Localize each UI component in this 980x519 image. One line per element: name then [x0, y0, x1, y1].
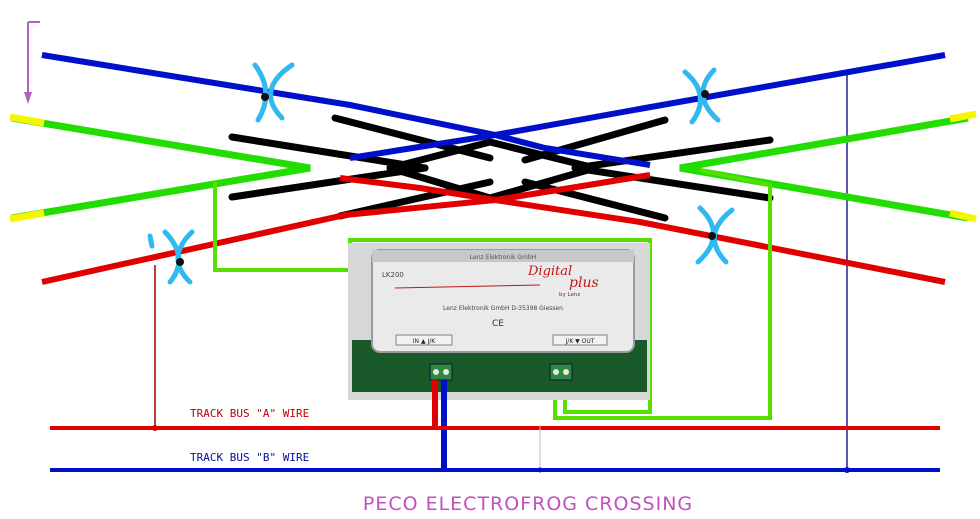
track-bus-b-label: TRACK BUS "B" WIRE — [190, 451, 309, 464]
diagram-title: PECO ELECTROFROG CROSSING — [363, 493, 693, 515]
frog-feeder-left — [213, 182, 652, 414]
module-model: LK200 — [382, 271, 404, 279]
module-brand-line1: Digital — [527, 264, 572, 279]
rail-blue-inner — [349, 131, 651, 168]
module-header: Lenz Elektronik GmbH — [470, 254, 536, 261]
module-maker-line: Lenz Elektronik GmbH D-35398 Giessen — [443, 305, 563, 312]
rail-blue — [41, 52, 946, 139]
rail-green-right — [679, 114, 969, 222]
track-bus-a-label: TRACK BUS "A" WIRE — [190, 407, 309, 420]
module-ce-mark: CE — [492, 319, 504, 329]
out-terminal-block — [549, 363, 573, 381]
check-rails — [228, 114, 774, 222]
module-out-terminal-label: J/K ▼ OUT — [565, 338, 595, 345]
rail-gap-mark-icon — [252, 62, 295, 123]
module-in-terminal-label: IN ▲ J/K — [413, 338, 436, 345]
rail-gap-mark-icon — [695, 205, 735, 265]
rail-ends — [9, 110, 977, 223]
in-terminal-block — [429, 363, 453, 381]
rail-gap-mark-icon — [147, 229, 195, 285]
rail-green-left — [11, 114, 311, 222]
module-brand-line2: plus — [569, 275, 599, 291]
rail-red-inner — [339, 172, 651, 204]
lk200-module: Lenz Elektronik GmbH LK200 Digital plus … — [348, 243, 650, 400]
feed-arrow-icon — [24, 21, 40, 104]
frog-feeder-right — [553, 168, 772, 420]
rail-gap-mark-icon — [682, 67, 721, 125]
module-brand-line3: by Lenz — [559, 292, 580, 298]
